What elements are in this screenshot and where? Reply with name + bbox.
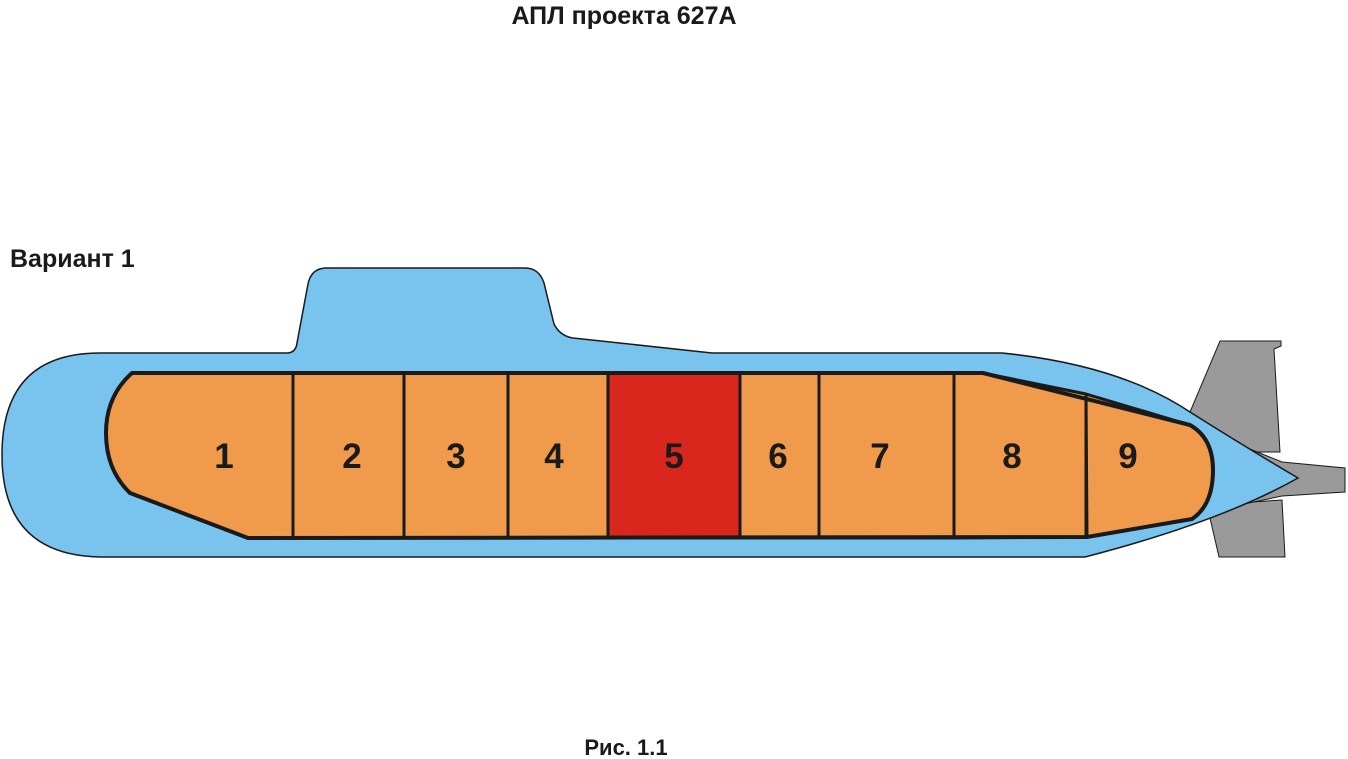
compartment-number-9: 9 <box>1118 437 1137 476</box>
compartment-number-4: 4 <box>544 437 564 476</box>
diagram-title: АПЛ проекта 627А <box>511 2 737 30</box>
pressure-hull-outline <box>104 371 1215 540</box>
compartment-number-6: 6 <box>768 437 787 476</box>
pressure-hull-compartments <box>104 371 1215 540</box>
compartment-number-3: 3 <box>446 437 465 476</box>
compartment-labels: 1 2 3 4 5 6 7 8 9 <box>214 437 1137 476</box>
figure-caption: Рис. 1.1 <box>584 735 668 759</box>
compartment-number-5: 5 <box>664 437 683 476</box>
compartment-number-7: 7 <box>870 437 889 476</box>
compartment-number-2: 2 <box>342 437 361 476</box>
variant-label: Вариант 1 <box>10 245 135 273</box>
compartment-number-1: 1 <box>214 437 233 476</box>
compartment-number-8: 8 <box>1002 437 1021 476</box>
